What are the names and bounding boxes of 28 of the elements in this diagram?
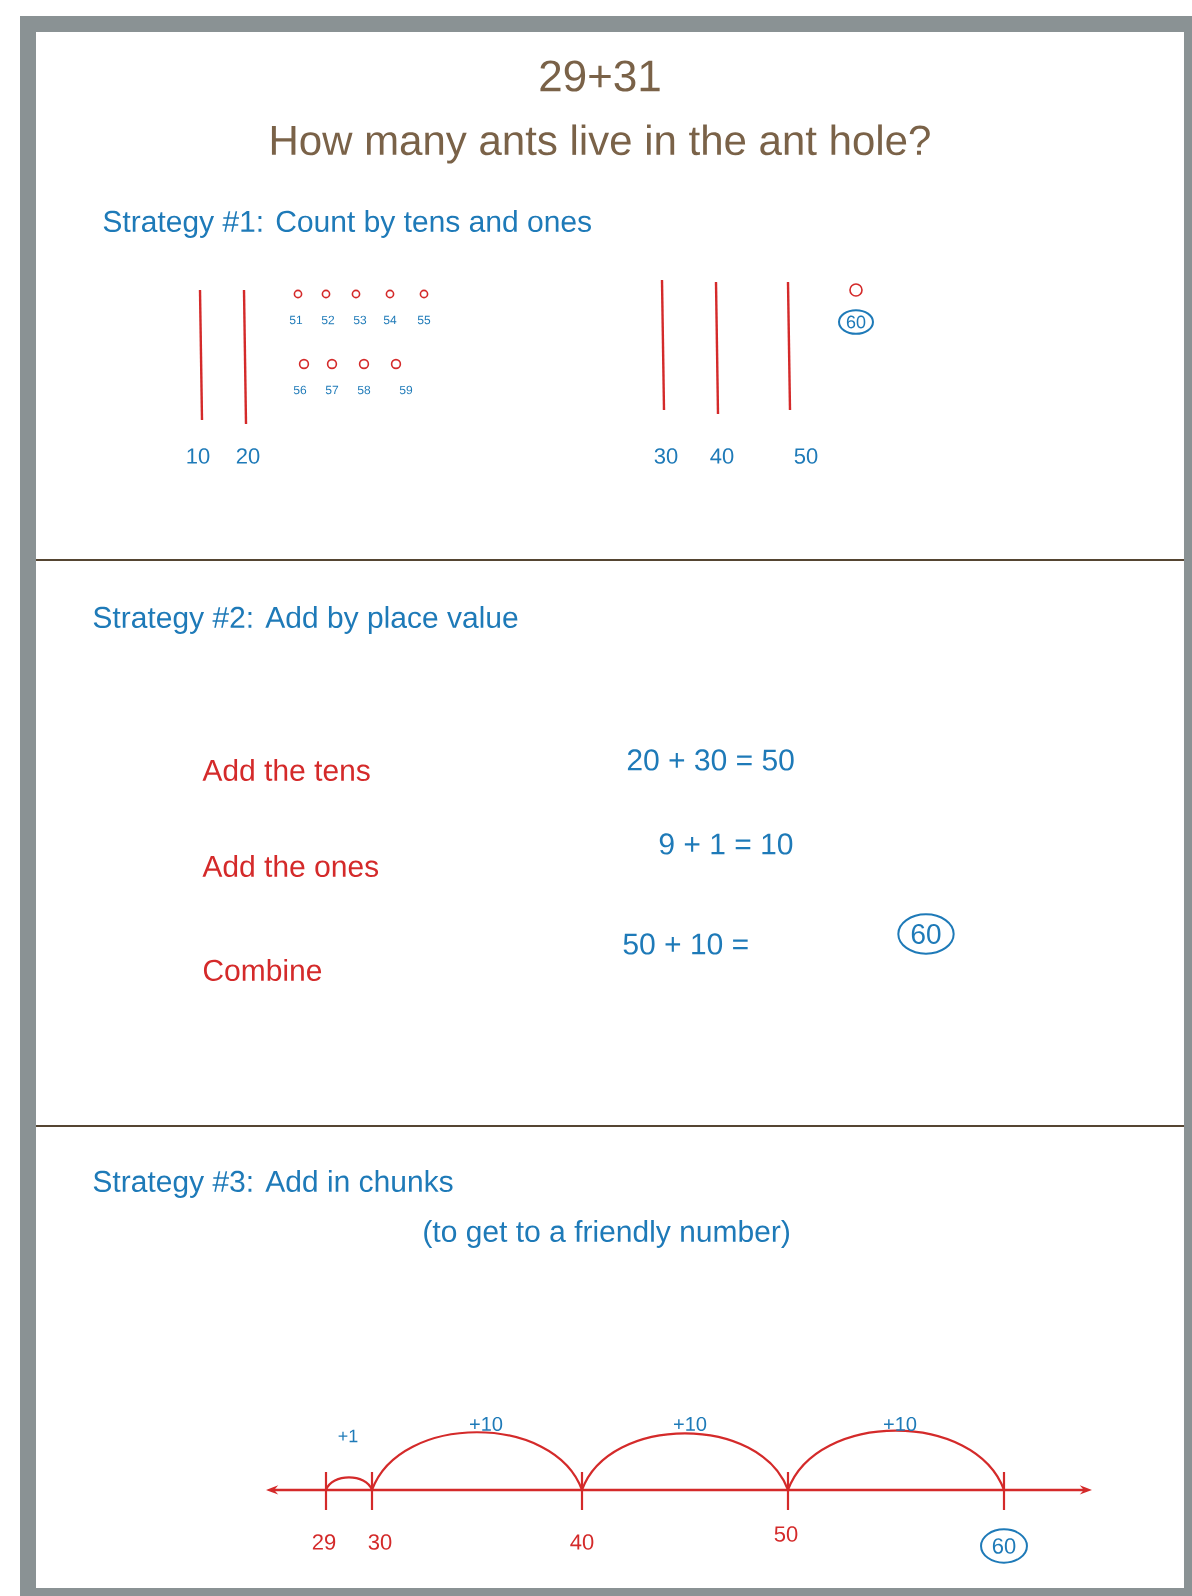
- circled-answer: 60: [838, 309, 874, 335]
- hop-label: +10: [674, 1416, 707, 1432]
- circled-answer: 60: [897, 913, 955, 955]
- circled-answer: 60: [980, 1528, 1028, 1564]
- question-heading: How many ants live in the ant hole?: [271, 124, 930, 164]
- step-label: Add the tens: [202, 759, 370, 781]
- number-label: 30: [654, 448, 678, 464]
- strategy-heading: Strategy #1: Count by tens and ones: [103, 210, 591, 238]
- equation: 50 + 10 =: [623, 933, 748, 955]
- hop-label: +10: [884, 1416, 917, 1432]
- equation: 9 + 1 = 10: [659, 833, 793, 855]
- number-label: 50: [794, 448, 818, 464]
- number-label: 20: [236, 448, 260, 464]
- hop-label: +10: [470, 1416, 503, 1432]
- equation: 20 + 30 = 50: [627, 749, 794, 771]
- number-label: 50: [774, 1526, 798, 1542]
- number-label: 40: [710, 448, 734, 464]
- title: 29+31: [540, 60, 660, 92]
- number-label: 29: [312, 1534, 336, 1550]
- number-label: 30: [368, 1534, 392, 1550]
- step-label: Add the ones: [202, 855, 379, 877]
- strategy-subheading: (to get to a friendly number): [424, 1220, 789, 1248]
- strategy-heading: Strategy #2: Add by place value: [93, 606, 518, 634]
- number-label: 10: [187, 448, 210, 464]
- strategy-heading: Strategy #3: Add in chunks: [93, 1170, 453, 1198]
- number-label: 40: [570, 1534, 594, 1550]
- hop-label: +1: [338, 1429, 358, 1443]
- step-label: Combine: [203, 959, 322, 981]
